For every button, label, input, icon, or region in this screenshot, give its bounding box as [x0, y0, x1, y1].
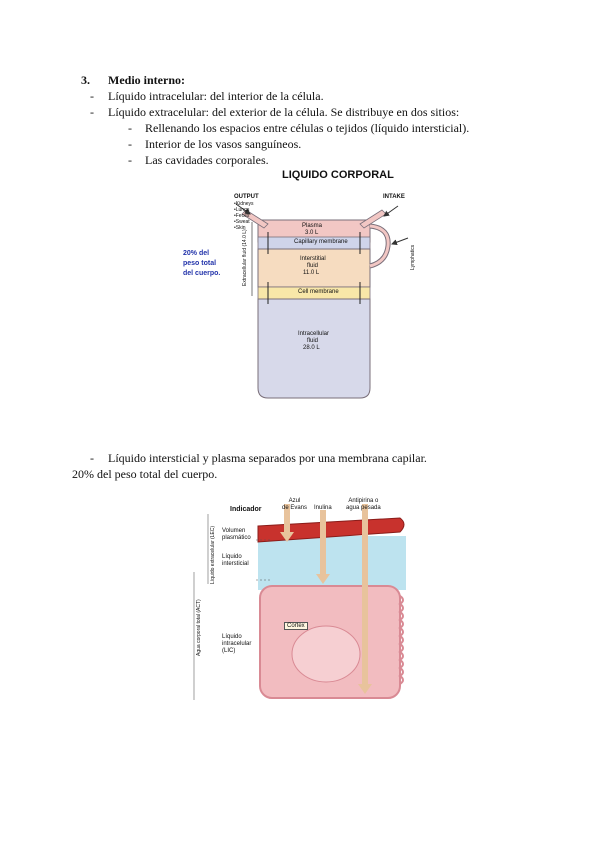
cell-box-label: Cortex: [284, 622, 308, 630]
subbullet-marker: -: [128, 121, 132, 135]
output-title: OUTPUT: [234, 194, 259, 200]
subbullet-marker: -: [128, 137, 132, 151]
interstitial-label: Interstitial: [300, 256, 326, 262]
extracellular-side-label: Extracellular fluid (14.0 L): [242, 229, 248, 286]
interstitial-volume: 11.0 L: [303, 270, 320, 276]
weight-note: 20% del peso total del cuerpo.: [183, 250, 221, 277]
bullet-extracellular: Líquido extracelular: del exterior de la…: [108, 105, 460, 119]
subbullet-vessels: Interior de los vasos sanguíneos.: [145, 137, 302, 151]
body-fluid-figure: LIQUIDO CORPORAL OUTPUT •Kidneys •Lu: [176, 166, 426, 402]
total-body-water-side-label: Agua corporal total (ACT): [196, 599, 202, 656]
inulin-arrow: [320, 510, 326, 576]
intracellular-volume: 28.0 L: [303, 345, 320, 351]
output-items: •Kidneys •Lungs •Feces •Sweat •Skin: [234, 201, 254, 231]
intracellular-compartment: [257, 298, 371, 399]
indicator-label: Indicador: [230, 506, 262, 513]
percent-line: 20% del peso total del cuerpo.: [72, 467, 218, 481]
intracellular-fluid-label: Líquido intracelular (LIC): [222, 634, 252, 654]
plasma-label: Plasma: [302, 223, 323, 229]
figure-title: LIQUIDO CORPORAL: [282, 169, 394, 181]
bullet-marker: -: [90, 89, 94, 103]
antipyrine-label: Antipirina o agua pesada: [346, 498, 381, 511]
inulin-label: Inulina: [314, 505, 332, 511]
evans-blue-label: Azul de Evans: [282, 498, 308, 511]
capillary-membrane-label: Capillary membrane: [294, 239, 348, 245]
intracellular-label-2: fluid: [307, 338, 319, 344]
intracellular-label: Intracellular: [298, 331, 330, 337]
cell-nucleus: [291, 625, 361, 683]
antipyrine-arrow: [362, 504, 368, 686]
cell-membrane-label: Cell membrane: [298, 289, 339, 295]
bullet-intracellular: Líquido intracelular: del interior de la…: [108, 89, 324, 103]
plasma-volume: 3.0 L: [305, 230, 319, 236]
plasma-volume-label: Volumen plasmático: [222, 528, 251, 541]
interstitial-fluid-label: Líquido intersticial: [222, 554, 249, 567]
interstitial-fluid-area: [258, 536, 406, 590]
indicator-figure: Indicador Azul de Evans Inulina Antipiri…: [186, 496, 414, 706]
indicator-diagram: [193, 504, 406, 700]
extracellular-fluid-side-label: Líquido extracelular (LEC): [210, 525, 216, 584]
bullet-marker: -: [90, 451, 94, 465]
intake-label: INTAKE: [383, 194, 405, 200]
section-title: Medio interno:: [108, 73, 185, 87]
compartment-diagram: [235, 203, 409, 399]
section-number: 3.: [81, 73, 90, 87]
interstitial-label-2: fluid: [307, 263, 319, 269]
subbullet-interstitial: Rellenando los espacios entre células o …: [145, 121, 470, 135]
subbullet-marker: -: [128, 153, 132, 167]
lymphatics-label: Lymphatics: [410, 244, 416, 270]
subbullet-cavities: Las cavidades corporales.: [145, 153, 269, 167]
bullet-marker: -: [90, 105, 94, 119]
evans-blue-arrow: [284, 504, 290, 534]
bullet-capillary-membrane: Líquido intersticial y plasma separados …: [108, 451, 427, 465]
